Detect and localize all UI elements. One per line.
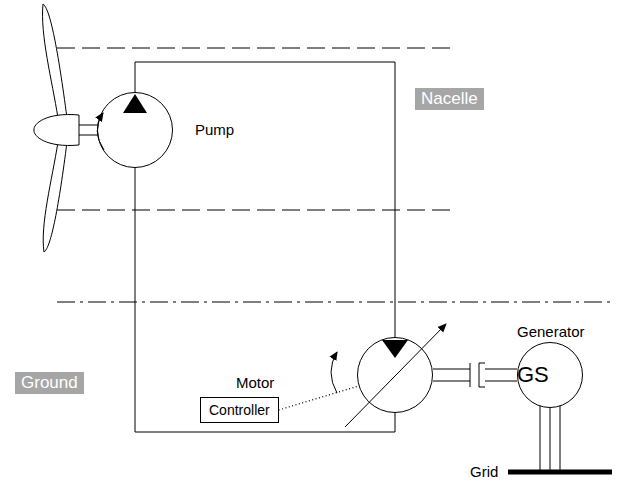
component-label: Generator — [517, 323, 585, 340]
rotation-arrow — [331, 352, 337, 393]
component-label: Pump — [195, 121, 234, 138]
zone-tag: Nacelle — [415, 88, 484, 110]
rotor-blade — [43, 4, 67, 118]
rotor-blade — [43, 142, 67, 252]
rotor-shaft — [79, 125, 98, 126]
zone-label: Nacelle — [421, 89, 478, 109]
grid-wire — [550, 408, 551, 470]
zone-tag: Ground — [15, 372, 84, 394]
rotor-shaft — [79, 135, 98, 136]
grid-label: Grid — [470, 463, 498, 480]
circle-outline — [357, 337, 433, 413]
generator-mark: GS — [517, 362, 549, 387]
ground-boundary — [57, 302, 615, 303]
generator-symbol: GeneratorGS — [517, 342, 583, 408]
grid-wire — [540, 406, 541, 470]
hydraulic-line — [135, 168, 395, 432]
controller-box: Controller — [200, 397, 279, 423]
drive-shaft — [433, 363, 517, 387]
rotor-hub — [34, 115, 79, 146]
nacelle-boundary — [57, 48, 455, 49]
hydraulic-line — [135, 62, 395, 337]
zone-label: Ground — [21, 373, 78, 393]
circle-outline — [97, 92, 173, 168]
grid-wire — [560, 406, 561, 470]
variable-arrow — [345, 324, 446, 427]
controller-label: Controller — [209, 402, 270, 418]
pump-symbol: Pump — [97, 92, 173, 168]
component-label: Motor — [236, 374, 274, 391]
control-signal — [279, 386, 359, 410]
grid-bus — [508, 470, 612, 475]
motor-symbol: Motor — [357, 337, 433, 413]
